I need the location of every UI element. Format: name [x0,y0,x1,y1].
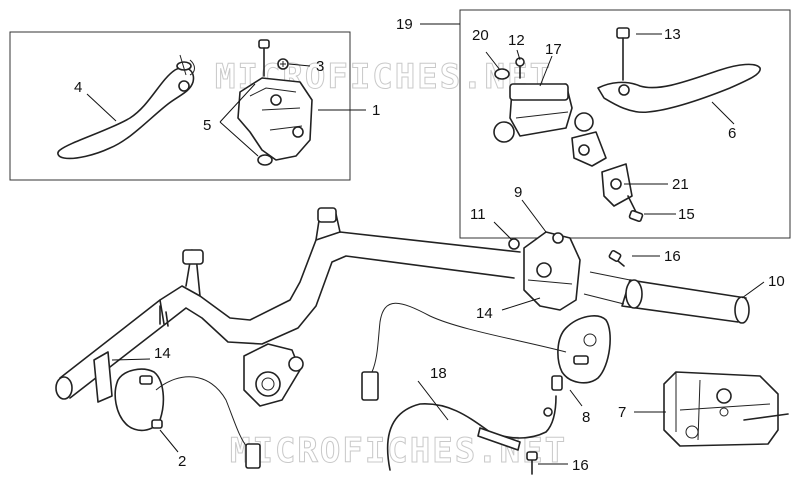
switch-8-connector [361,371,379,401]
throttle-grip-part-10[interactable] [583,271,750,324]
callout-12: 12 [508,32,525,49]
leader-4 [86,93,117,122]
callout-5: 5 [203,117,211,134]
brake-lever-part-6[interactable] [597,63,761,114]
callout-11: 11 [470,206,486,223]
callout-10: 10 [768,273,785,290]
callout-14-right: 14 [476,305,493,322]
leader-18 [417,380,449,421]
leader-14-right [501,297,541,311]
switch-8-wire [371,302,567,373]
callout-14-left: 14 [154,345,171,362]
callout-16-upper: 16 [664,248,681,265]
handlebar[interactable] [55,207,521,400]
handlebar-mount[interactable] [243,343,304,407]
leader-12 [516,49,521,61]
leader-20 [485,51,501,71]
callout-16-lower: 16 [572,457,589,474]
clutch-lever-part-4[interactable] [57,54,195,160]
callout-17: 17 [545,41,562,58]
callout-18: 18 [430,365,447,382]
lever-bracket-part-1[interactable] [237,77,313,161]
callout-13: 13 [664,26,681,43]
leader-2 [159,429,179,453]
screw-part-5-top[interactable] [258,39,270,77]
callout-3: 3 [316,58,324,75]
watermark-bottom: MICROFICHES.NET [230,431,567,471]
screw-part-16-upper[interactable] [608,249,625,267]
leader-3 [288,63,311,67]
pivot-bolt-part-13[interactable] [616,27,630,81]
right-inset-frame [459,9,791,239]
throttle-housing-part-9[interactable] [523,231,581,311]
callout-20: 20 [472,27,489,44]
callout-8: 8 [582,409,590,426]
leader-17 [539,55,553,87]
callout-4: 4 [74,79,82,96]
master-cylinder-part-17[interactable] [493,83,594,143]
pipe-clip-part-14-left[interactable] [93,351,113,403]
screw-part-11[interactable] [508,238,520,250]
leader-10 [741,281,765,299]
right-switch-part-8[interactable] [551,315,611,391]
leader-14-left [111,358,151,361]
clamp-part-21[interactable] [571,131,633,207]
leader-5 [219,83,259,157]
callout-9: 9 [514,184,522,201]
throttle-cable-part-18[interactable] [386,395,557,471]
callout-1: 1 [372,102,380,119]
callout-7: 7 [618,404,626,421]
nut-part-5-bottom[interactable] [257,154,273,166]
callout-2: 2 [178,453,186,470]
leader-6 [711,101,735,125]
leader-9 [521,199,547,233]
callout-21: 21 [672,176,689,193]
callout-19: 19 [396,16,413,33]
screw-part-3[interactable] [277,58,289,70]
reservoir-cap-part-20[interactable] [494,68,510,80]
screw-part-16-lower[interactable] [526,451,538,475]
screw-part-12[interactable] [515,57,525,79]
left-switch-part-2[interactable] [114,368,261,469]
left-inset-frame [9,31,351,181]
leader-8 [569,389,583,407]
throttle-body-part-7[interactable] [663,371,789,447]
bolt-part-15[interactable] [627,195,644,223]
leader-11 [493,221,513,241]
callout-15: 15 [678,206,695,223]
callout-6: 6 [728,125,736,142]
